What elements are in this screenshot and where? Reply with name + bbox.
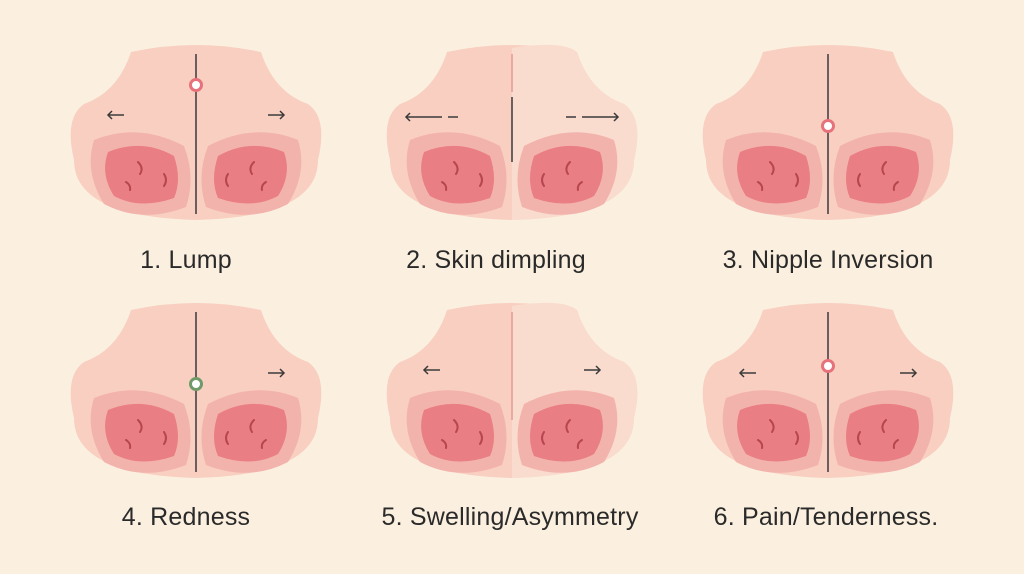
tissue-marks (441, 161, 583, 191)
panel-lump (46, 42, 346, 262)
redness-marker-icon (189, 377, 203, 391)
left-breast-inner (421, 145, 494, 204)
tissue-marks (441, 419, 583, 449)
pain-marker-icon (821, 359, 835, 373)
panel-pain-tenderness (678, 300, 978, 520)
lump-illustration (70, 45, 322, 220)
left-long-arrow-icon (404, 112, 458, 122)
left-arrow-icon (738, 368, 756, 378)
swelling-asymmetry-illustration (386, 302, 638, 478)
right-arrow-icon (268, 110, 286, 120)
right-breast-inner (214, 403, 287, 462)
left-breast-inner (737, 403, 810, 462)
pain-tenderness-illustration (702, 303, 954, 478)
tissue-marks (125, 161, 267, 191)
right-breast-inner (846, 403, 919, 462)
left-breast-inner (105, 403, 178, 462)
right-long-arrow-icon (566, 112, 620, 122)
right-breast-inner (530, 403, 603, 462)
left-arrow-icon (422, 365, 440, 375)
right-breast-inner (846, 145, 919, 204)
nipple-inversion-illustration (702, 45, 954, 220)
panel-redness (46, 300, 346, 520)
panel-skin-dimpling (362, 42, 662, 262)
tissue-marks (125, 419, 267, 449)
panel-nipple-inversion (678, 42, 978, 262)
right-breast-inner (214, 145, 287, 204)
left-breast-inner (737, 145, 810, 204)
caption-nipple-inversion: 3. Nipple Inversion (722, 246, 934, 274)
left-arrow-icon (106, 110, 124, 120)
panel-swelling-asymmetry (362, 300, 662, 520)
tissue-marks (757, 161, 899, 191)
caption-pain-tenderness: 6. Pain/Tenderness. (713, 503, 939, 531)
lump-marker-icon (189, 78, 203, 92)
caption-redness: 4. Redness (121, 503, 251, 531)
caption-swelling-asymmetry: 5. Swelling/Asymmetry (381, 503, 639, 531)
right-arrow-icon (584, 365, 602, 375)
skin-dimpling-illustration (386, 44, 638, 220)
right-breast-inner (530, 145, 603, 204)
redness-illustration (70, 303, 322, 478)
right-arrow-icon (900, 368, 918, 378)
tissue-marks (757, 419, 899, 449)
caption-lump: 1. Lump (140, 246, 232, 274)
right-arrow-icon (268, 368, 286, 378)
left-breast-inner (105, 145, 178, 204)
left-breast-inner (421, 403, 494, 462)
nipple-marker-icon (821, 119, 835, 133)
caption-skin-dimpling: 2. Skin dimpling (406, 246, 586, 274)
